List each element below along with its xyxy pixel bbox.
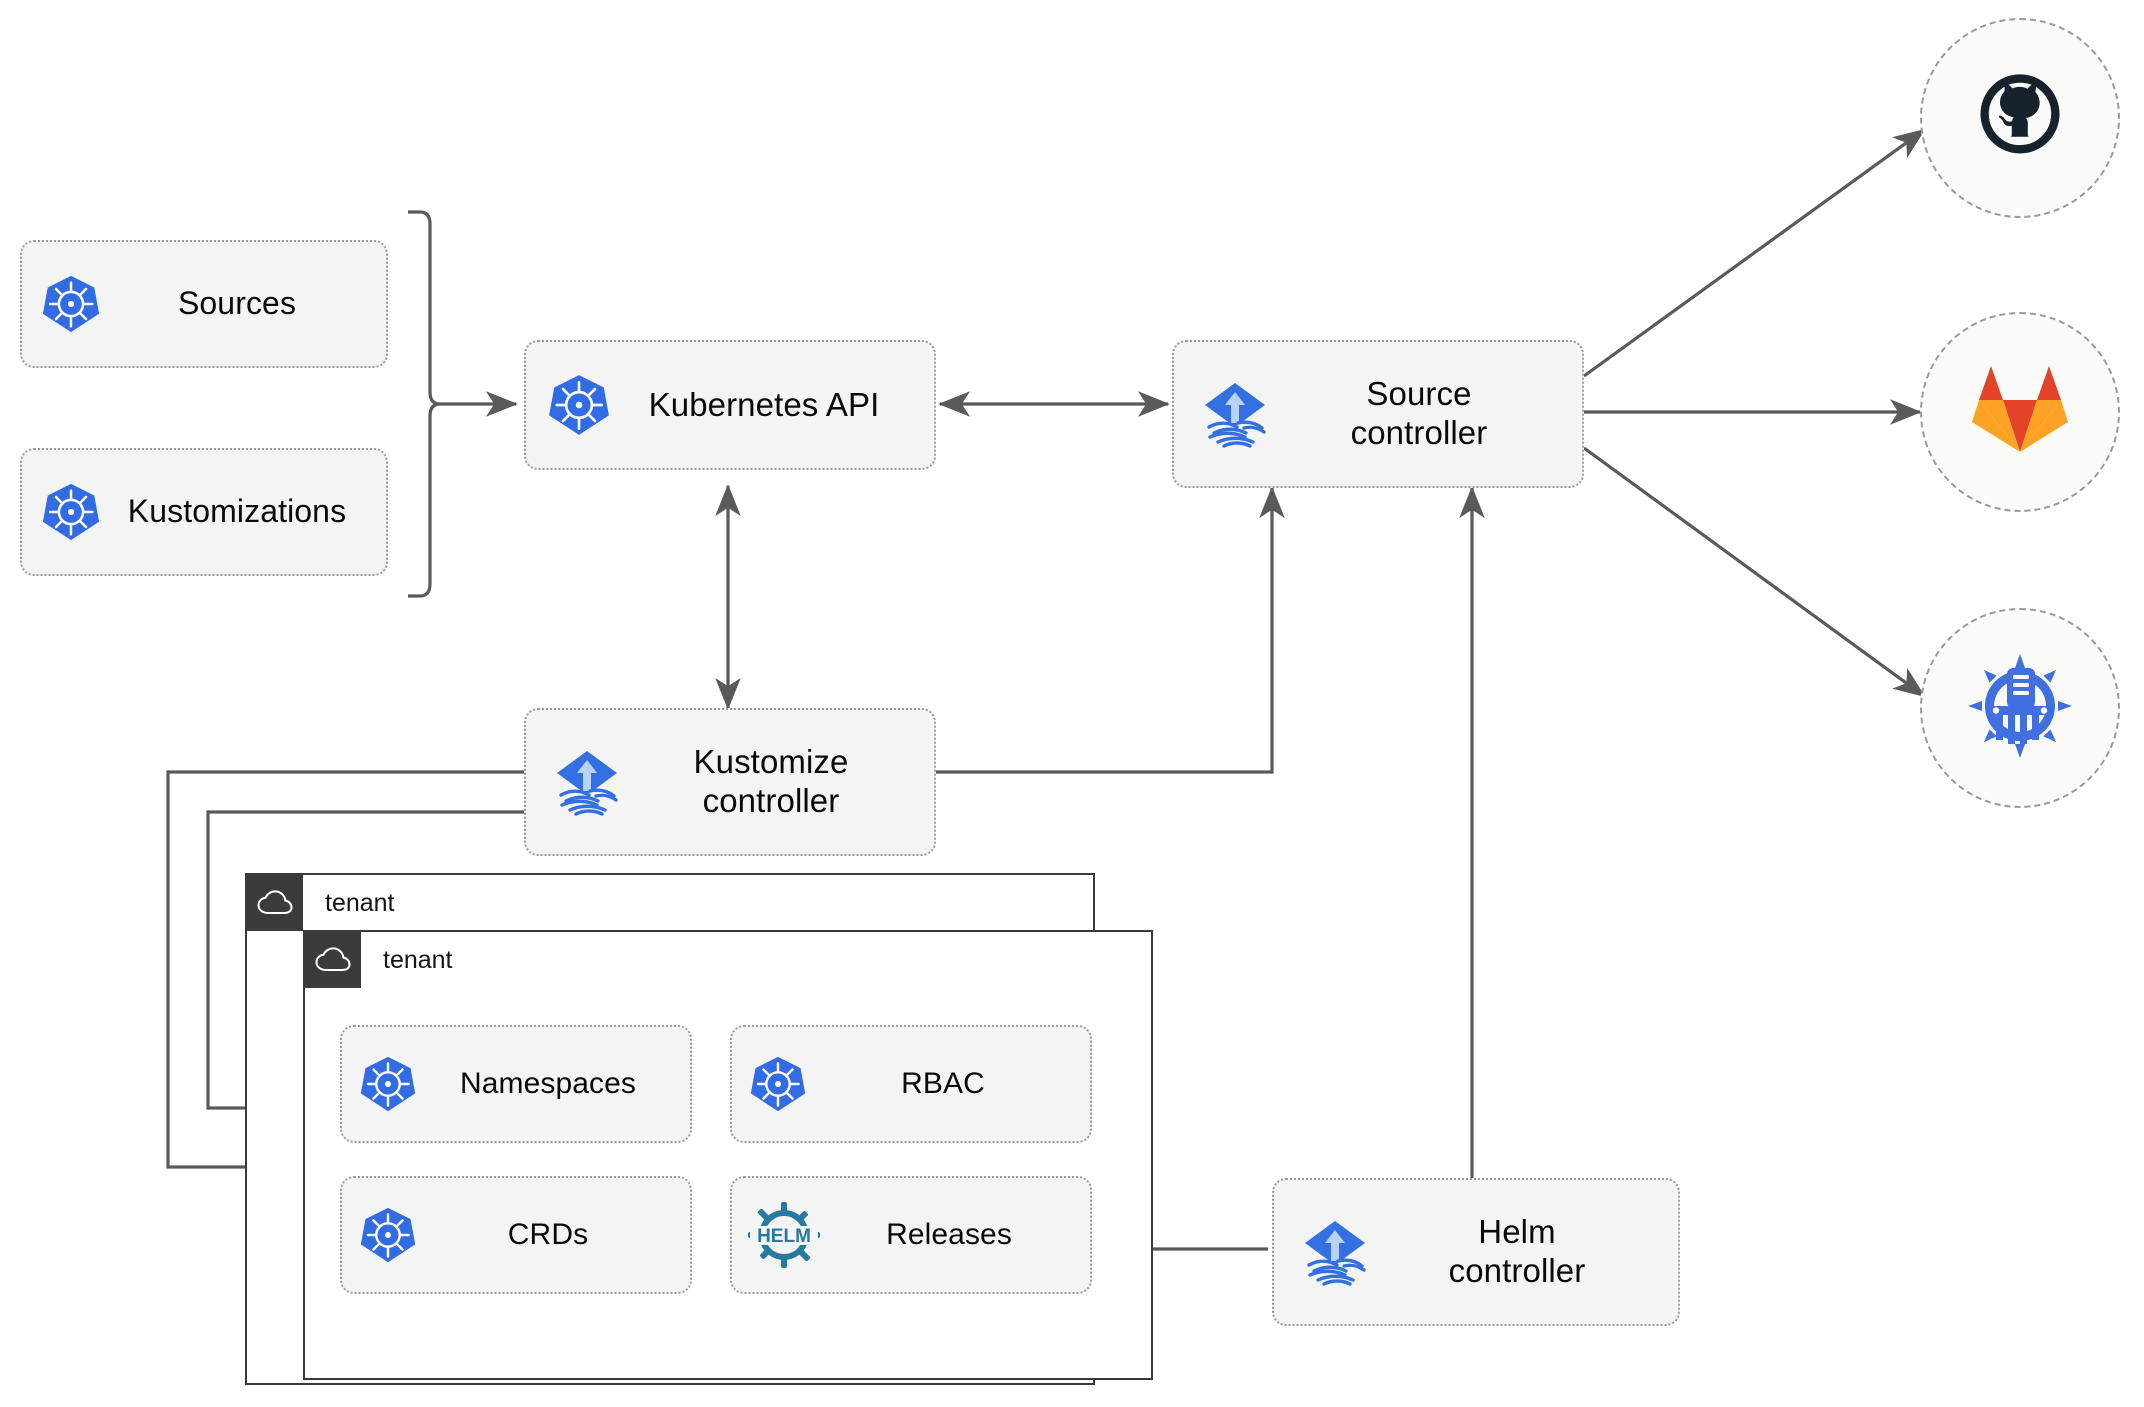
provider-github[interactable] bbox=[1920, 18, 2120, 218]
node-helm-controller[interactable]: Helm controller bbox=[1272, 1178, 1680, 1326]
cloud-icon bbox=[247, 875, 303, 931]
node-rbac[interactable]: RBAC bbox=[730, 1025, 1092, 1143]
node-label: RBAC bbox=[901, 1067, 985, 1101]
group-bracket bbox=[408, 210, 441, 598]
tenant-frame-inner: tenant bbox=[303, 930, 1153, 1380]
cloud-icon bbox=[305, 932, 361, 988]
kubernetes-icon bbox=[358, 1054, 418, 1114]
gitlab-icon bbox=[1970, 362, 2070, 463]
svg-text:HELM: HELM bbox=[757, 1226, 811, 1247]
node-crds[interactable]: CRDs bbox=[340, 1176, 692, 1294]
flux-icon bbox=[1296, 1213, 1374, 1291]
provider-helm-repository[interactable] bbox=[1920, 608, 2120, 808]
node-source-controller[interactable]: Source controller bbox=[1172, 340, 1584, 488]
node-kubernetes-api[interactable]: Kubernetes API bbox=[524, 340, 936, 470]
node-sources[interactable]: Sources bbox=[20, 240, 388, 368]
node-kustomize-controller[interactable]: Kustomize controller bbox=[524, 708, 936, 856]
tenant-name: tenant bbox=[325, 888, 395, 917]
edge-kustomize-to-source-controller bbox=[932, 486, 1285, 774]
node-label: Sources bbox=[177, 285, 297, 322]
kubernetes-icon bbox=[40, 481, 102, 543]
kubernetes-icon bbox=[546, 372, 612, 438]
node-label: Kustomizations bbox=[127, 493, 347, 530]
node-label: Source controller bbox=[1350, 375, 1488, 451]
node-label: Releases bbox=[886, 1218, 1012, 1252]
kubernetes-icon bbox=[40, 273, 102, 335]
flux-icon bbox=[1196, 375, 1274, 453]
edge-source-controller-to-helm-repository bbox=[1583, 446, 1926, 698]
node-releases[interactable]: HELM Releases bbox=[730, 1176, 1092, 1294]
node-label: Namespaces bbox=[459, 1067, 637, 1101]
provider-gitlab[interactable] bbox=[1920, 312, 2120, 512]
tenant-header: tenant bbox=[247, 875, 1093, 931]
github-icon bbox=[1968, 64, 2072, 173]
tenant-header: tenant bbox=[305, 932, 1151, 988]
helm-icon: HELM bbox=[748, 1202, 820, 1268]
flux-icon bbox=[548, 743, 626, 821]
node-label: Helm controller bbox=[1448, 1213, 1586, 1289]
node-label: CRDs bbox=[507, 1218, 589, 1252]
tenant-name: tenant bbox=[383, 945, 453, 974]
node-kustomizations[interactable]: Kustomizations bbox=[20, 448, 388, 576]
kubernetes-icon bbox=[748, 1054, 808, 1114]
edge-source-controller-to-github bbox=[1583, 128, 1926, 378]
node-namespaces[interactable]: Namespaces bbox=[340, 1025, 692, 1143]
kubernetes-icon bbox=[358, 1205, 418, 1265]
node-label: Kubernetes API bbox=[648, 385, 880, 423]
node-label: Kustomize controller bbox=[693, 743, 849, 819]
helm-repository-icon bbox=[1964, 650, 2076, 767]
